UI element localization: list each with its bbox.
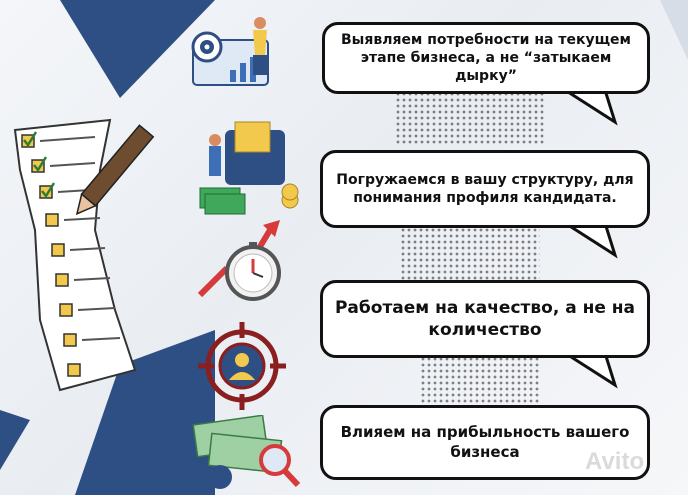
- target-person-icon: [198, 322, 286, 410]
- stopwatch-growth-icon: [197, 220, 281, 301]
- speech-bubble-2: Погружаемся в вашу структуру, для понима…: [320, 150, 650, 228]
- target-analytics-icon: [191, 17, 269, 86]
- checklist-icon: [13, 118, 155, 392]
- halftone-dots-3: [420, 350, 540, 410]
- avito-watermark: Avito: [585, 448, 644, 476]
- wallet-money-icon: [199, 121, 299, 215]
- watermark-text: Avito: [585, 448, 645, 475]
- bubble-text-3: Работаем на качество, а не на количество: [334, 297, 636, 340]
- speech-bubble-1: Выявляем потребности на текущем этапе би…: [322, 22, 650, 94]
- speech-bubble-3: Работаем на качество, а не на количество: [320, 280, 650, 358]
- bubble-tail-1: [562, 90, 618, 126]
- bubble-text-1: Выявляем потребности на текущем этапе би…: [341, 31, 631, 85]
- bubble-text-2: Погружаемся в вашу структуру, для понима…: [336, 171, 634, 206]
- bubble-tail-3: [562, 353, 618, 389]
- bubble-tail-2: [562, 223, 618, 259]
- speech-bubble-4: Влияем на прибыльность вашего бизнеса: [320, 405, 650, 480]
- money-magnifier-icon: [192, 415, 301, 489]
- bubble-text-4: Влияем на прибыльность вашего бизнеса: [340, 423, 630, 461]
- halftone-dots-1: [395, 85, 545, 145]
